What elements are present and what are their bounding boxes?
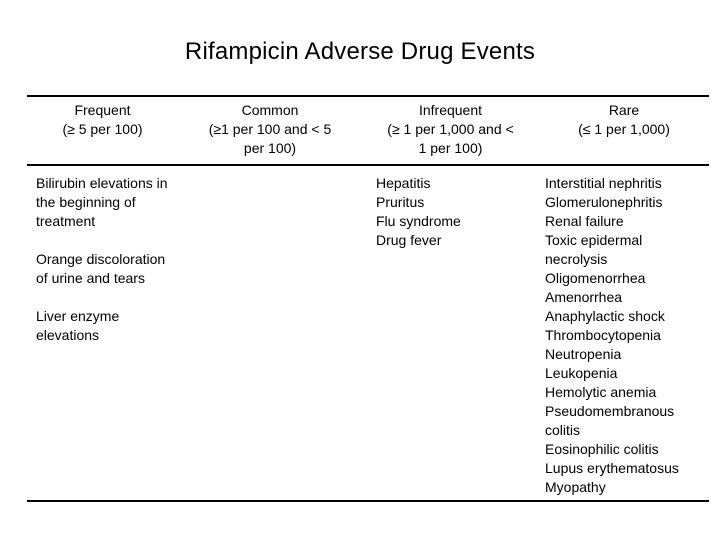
cell-common-events [178,174,362,497]
list-item: Pseudomembranous colitis [545,403,675,438]
column-header-common: Common (≥1 per 100 and < 5 per 100) [178,101,362,158]
list-item: Thrombocytopenia [545,327,661,343]
list-item: Neutropenia [545,346,622,362]
column-name: Infrequent [418,102,483,118]
column-name: Rare [608,102,640,118]
list-item: Orange discoloration of urine and tears [36,251,166,286]
table-bottom-rule [27,500,709,502]
column-criteria: (≥ 1 per 1,000 and < 1 per 100) [387,121,514,156]
column-header-frequent: Frequent (≥ 5 per 100) [27,101,178,158]
page-title: Rifampicin Adverse Drug Events [184,38,536,65]
column-name: Frequent [74,102,131,118]
column-criteria: (≥ 5 per 100) [62,121,143,137]
table-header-row: Frequent (≥ 5 per 100) Common (≥1 per 10… [27,101,709,158]
list-item: Toxic epidermal necrolysis [545,232,643,267]
table-top-rule [27,95,709,97]
list-item: Hepatitis [376,175,431,191]
column-header-rare: Rare (≤ 1 per 1,000) [539,101,709,158]
cell-frequent-events: Bilirubin elevations in the beginning of… [27,174,178,497]
list-item: Liver enzyme elevations [36,308,120,343]
list-item: Oligomenorrhea [545,270,646,286]
list-item: Glomerulonephritis [545,194,663,210]
list-item: Renal failure [545,213,624,229]
list-item: Myopathy [545,479,606,495]
list-item: Interstitial nephritis [545,175,662,191]
list-item: Lupus erythematosus [545,460,679,476]
header-separator-rule [27,164,709,166]
list-item: Pruritus [376,194,425,210]
list-item: Drug fever [376,232,442,248]
list-item: Hemolytic anemia [545,384,657,400]
column-name: Common [241,102,299,118]
column-criteria: (≤ 1 per 1,000) [578,121,670,137]
list-item: Eosinophilic colitis [545,441,659,457]
column-criteria: (≥1 per 100 and < 5 per 100) [208,121,332,156]
list-item: Leukopenia [545,365,618,381]
list-item: Flu syndrome [376,213,461,229]
list-item: Anaphylactic shock [545,308,665,324]
column-header-infrequent: Infrequent (≥ 1 per 1,000 and < 1 per 10… [362,101,539,158]
list-item: Bilirubin elevations in the beginning of… [36,175,168,229]
table-body-row: Bilirubin elevations in the beginning of… [27,174,709,497]
list-item: Amenorrhea [545,289,623,305]
